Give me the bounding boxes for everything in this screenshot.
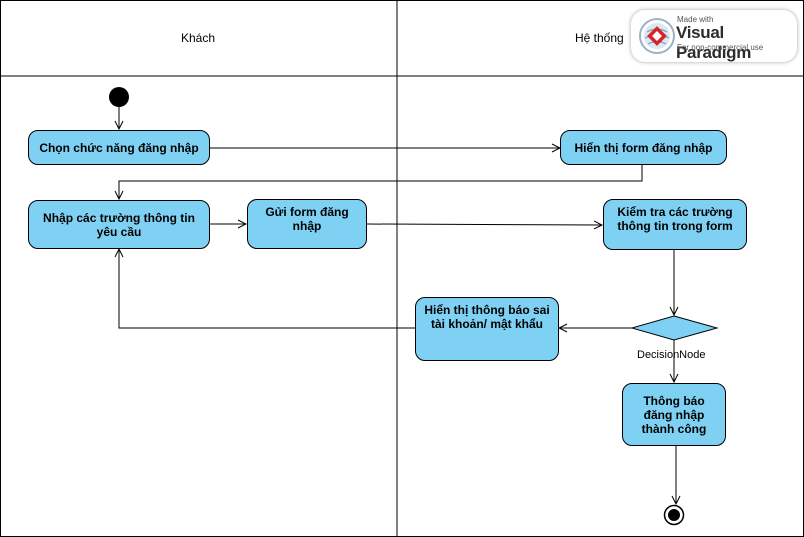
- flow-show-form-to-enter: [119, 165, 643, 199]
- initial-node: [109, 87, 129, 107]
- action-submit-form: Gửi form đăng nhập: [247, 199, 367, 249]
- lane-title-guest: Khách: [181, 31, 216, 45]
- watermark-brand: Visual Paradigm: [676, 23, 752, 62]
- lane-title-system: Hệ thống: [575, 31, 624, 45]
- action-login-success: Thông báo đăng nhập thành công: [622, 383, 726, 446]
- watermark-made-with: Made with: [677, 15, 714, 24]
- flow-error-to-enter: [119, 249, 415, 329]
- action-enter-fields: Nhập các trường thông tin yêu cầu: [28, 200, 210, 249]
- visual-paradigm-watermark: Made with Visual Paradigm For non-commer…: [631, 10, 797, 62]
- action-show-error: Hiển thị thông báo sai tài khoản/ mật kh…: [415, 297, 559, 361]
- action-check-fields: Kiểm tra các trường thông tin trong form: [603, 199, 747, 250]
- visual-paradigm-logo-icon: [639, 18, 675, 54]
- decision-node-label: DecisionNode: [637, 349, 706, 361]
- watermark-note: For non-commercial use: [677, 43, 764, 52]
- action-show-login-form: Hiển thị form đăng nhập: [560, 130, 727, 165]
- decision-node: [630, 315, 719, 341]
- action-choose-login: Chọn chức năng đăng nhập: [28, 130, 210, 165]
- flow-submit-to-check: [366, 224, 602, 225]
- final-node-inner: [668, 509, 680, 521]
